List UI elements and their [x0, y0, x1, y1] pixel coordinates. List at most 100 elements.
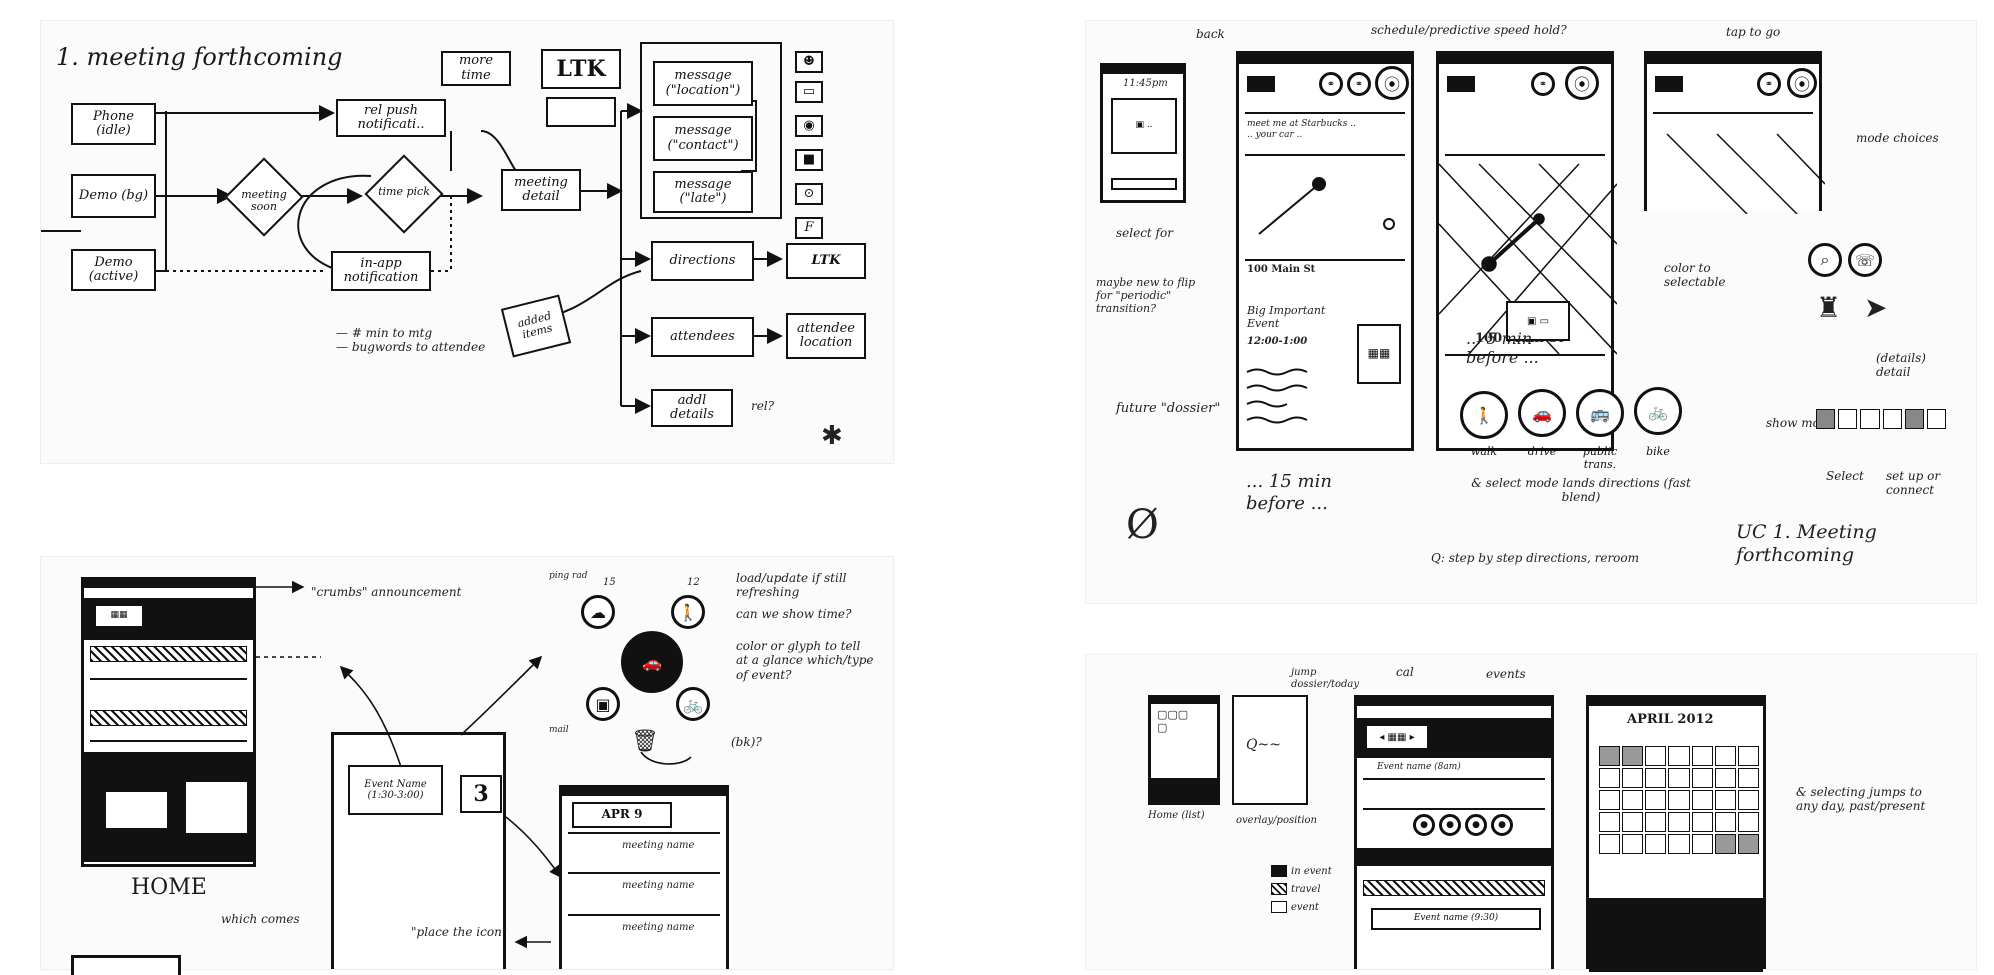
cal-day[interactable] — [1691, 746, 1713, 766]
home-list-label: Home (list) — [1148, 810, 1205, 821]
strip-icon-3[interactable] — [1860, 409, 1880, 429]
list-phone: APR 9 meeting name meeting name meeting … — [559, 785, 729, 969]
row-circle-2[interactable]: ● — [1439, 814, 1461, 836]
send-icon: ➤ — [1864, 291, 1888, 324]
home-card-a[interactable] — [104, 790, 169, 830]
cal-day[interactable] — [1737, 790, 1759, 810]
radial-icon-bottom-right[interactable]: 🚲 — [676, 687, 710, 721]
back-button-3[interactable] — [1655, 76, 1683, 92]
drive-mode-icon[interactable]: 🚗 — [1518, 389, 1566, 437]
cal-day[interactable] — [1622, 812, 1644, 832]
cal-day[interactable] — [1645, 812, 1667, 832]
meeting-detail-box: meeting detail — [501, 169, 581, 211]
back-button[interactable] — [1247, 76, 1275, 92]
cal-day[interactable] — [1737, 812, 1759, 832]
trash-icon[interactable]: 🗑 — [631, 729, 659, 754]
row-circle-4[interactable]: ● — [1491, 814, 1513, 836]
strip-icon-2[interactable] — [1838, 409, 1858, 429]
home-label: HOME — [131, 875, 207, 900]
ltk-sub-box — [546, 97, 616, 127]
cal-day[interactable] — [1645, 790, 1667, 810]
cal-day[interactable] — [1714, 812, 1736, 832]
lock-notification: ▣ .. — [1111, 98, 1177, 154]
phone-idle-box: Phone (idle) — [71, 103, 156, 145]
cal-day[interactable] — [1668, 812, 1690, 832]
mode-icon-a[interactable]: ⚭ — [1319, 72, 1343, 96]
cal-day[interactable] — [1622, 790, 1644, 810]
cal-day[interactable] — [1737, 834, 1759, 854]
radial-icon-top-right[interactable]: 🚶 — [671, 595, 705, 629]
bike-mode-icon[interactable]: 🚲 — [1634, 387, 1682, 435]
cal-day[interactable] — [1691, 812, 1713, 832]
cal-day[interactable] — [1645, 834, 1667, 854]
home-card-b[interactable] — [184, 780, 249, 835]
target-icon: ◉ — [795, 115, 823, 137]
event-card[interactable]: Event Name (1:30-3:00) — [348, 765, 443, 815]
cal-day[interactable] — [1668, 746, 1690, 766]
cal-day[interactable] — [1737, 746, 1759, 766]
bike-mode-label: bike — [1646, 445, 1670, 458]
lock-slider[interactable] — [1111, 178, 1177, 190]
strip-icon-5[interactable] — [1904, 409, 1924, 429]
detail-icon-a[interactable]: ⌕ — [1808, 243, 1842, 277]
mid-phone: Event Name (1:30-3:00) 3 — [331, 732, 506, 969]
cal-day[interactable] — [1645, 746, 1667, 766]
cal-day[interactable] — [1714, 768, 1736, 788]
cal-day[interactable] — [1599, 834, 1621, 854]
event-hatch-1 — [90, 646, 247, 662]
cal-day[interactable] — [1599, 812, 1621, 832]
mode-icon-f[interactable]: ⚭ — [1757, 72, 1781, 96]
mode-icon-e[interactable]: ⦿ — [1565, 66, 1599, 100]
strip-icon-4[interactable] — [1882, 409, 1902, 429]
cal-day[interactable] — [1622, 834, 1644, 854]
sketch-phone-screens: 11:45pm ▣ .. ⚭ ⚭ ⦿ meet me at Starbucks … — [1085, 20, 1977, 604]
selecting-note: & selecting jumps to any day, past/prese… — [1796, 785, 1926, 814]
list-item-1[interactable]: meeting name — [622, 840, 695, 851]
date-chip[interactable]: ▦▦ — [94, 604, 144, 628]
mode-icon-c[interactable]: ⦿ — [1375, 66, 1409, 100]
cal-day[interactable] — [1691, 790, 1713, 810]
radial-icon-top-left[interactable]: ☁ — [581, 595, 615, 629]
radial-icon-bottom-left[interactable]: ▣ — [586, 687, 620, 721]
list-header[interactable]: APR 9 — [572, 802, 672, 828]
event-row-1[interactable]: Event name (8am) — [1377, 762, 1461, 772]
cal-day[interactable] — [1599, 790, 1621, 810]
transit-mode-icon[interactable]: 🚌 — [1576, 389, 1624, 437]
mode-icon-d[interactable]: ⚭ — [1531, 72, 1555, 96]
cal-day[interactable] — [1599, 768, 1621, 788]
event-row-2[interactable]: Event name (9:30) — [1371, 908, 1541, 930]
center-car-icon[interactable]: 🚗 — [621, 631, 683, 693]
cal-day[interactable] — [1622, 768, 1644, 788]
cal-day[interactable] — [1714, 746, 1736, 766]
cal-day[interactable] — [1691, 834, 1713, 854]
cal-day[interactable] — [1645, 768, 1667, 788]
annot-tap: tap to go — [1726, 25, 1781, 39]
list-item-2[interactable]: meeting name — [622, 880, 695, 891]
fifteen-min-note: ... 15 min before ... — [1246, 471, 1332, 514]
row-circle-3[interactable]: ● — [1465, 814, 1487, 836]
jump-date-chip[interactable]: ◂ ▦▦ ▸ — [1365, 724, 1429, 750]
count-badge[interactable]: 3 — [460, 775, 502, 813]
cal-day[interactable] — [1691, 768, 1713, 788]
strip-icon-6[interactable] — [1926, 409, 1947, 429]
cal-day[interactable] — [1622, 746, 1644, 766]
mode-icon-g[interactable]: ⦿ — [1787, 68, 1817, 98]
list-item-3[interactable]: meeting name — [622, 922, 695, 933]
cal-day[interactable] — [1599, 746, 1621, 766]
walk-mode-icon[interactable]: 🚶 — [1460, 391, 1508, 439]
mode-icon-b[interactable]: ⚭ — [1347, 72, 1371, 96]
time-pick-label: time pick — [378, 185, 430, 198]
detail-icon-b[interactable]: ☏ — [1848, 243, 1882, 277]
strip-icon-1[interactable] — [1816, 409, 1836, 429]
cal-day[interactable] — [1714, 834, 1736, 854]
cal-day[interactable] — [1668, 834, 1690, 854]
cal-day[interactable] — [1714, 790, 1736, 810]
demo-active-box: Demo (active) — [71, 249, 156, 291]
back-button-2[interactable] — [1447, 76, 1475, 92]
cal-day[interactable] — [1668, 768, 1690, 788]
cal-day[interactable] — [1668, 790, 1690, 810]
n15-label: 15 — [603, 577, 616, 588]
cal-day[interactable] — [1737, 768, 1759, 788]
row-circle-1[interactable]: ● — [1413, 814, 1435, 836]
bottom-corner-phone — [71, 955, 181, 975]
